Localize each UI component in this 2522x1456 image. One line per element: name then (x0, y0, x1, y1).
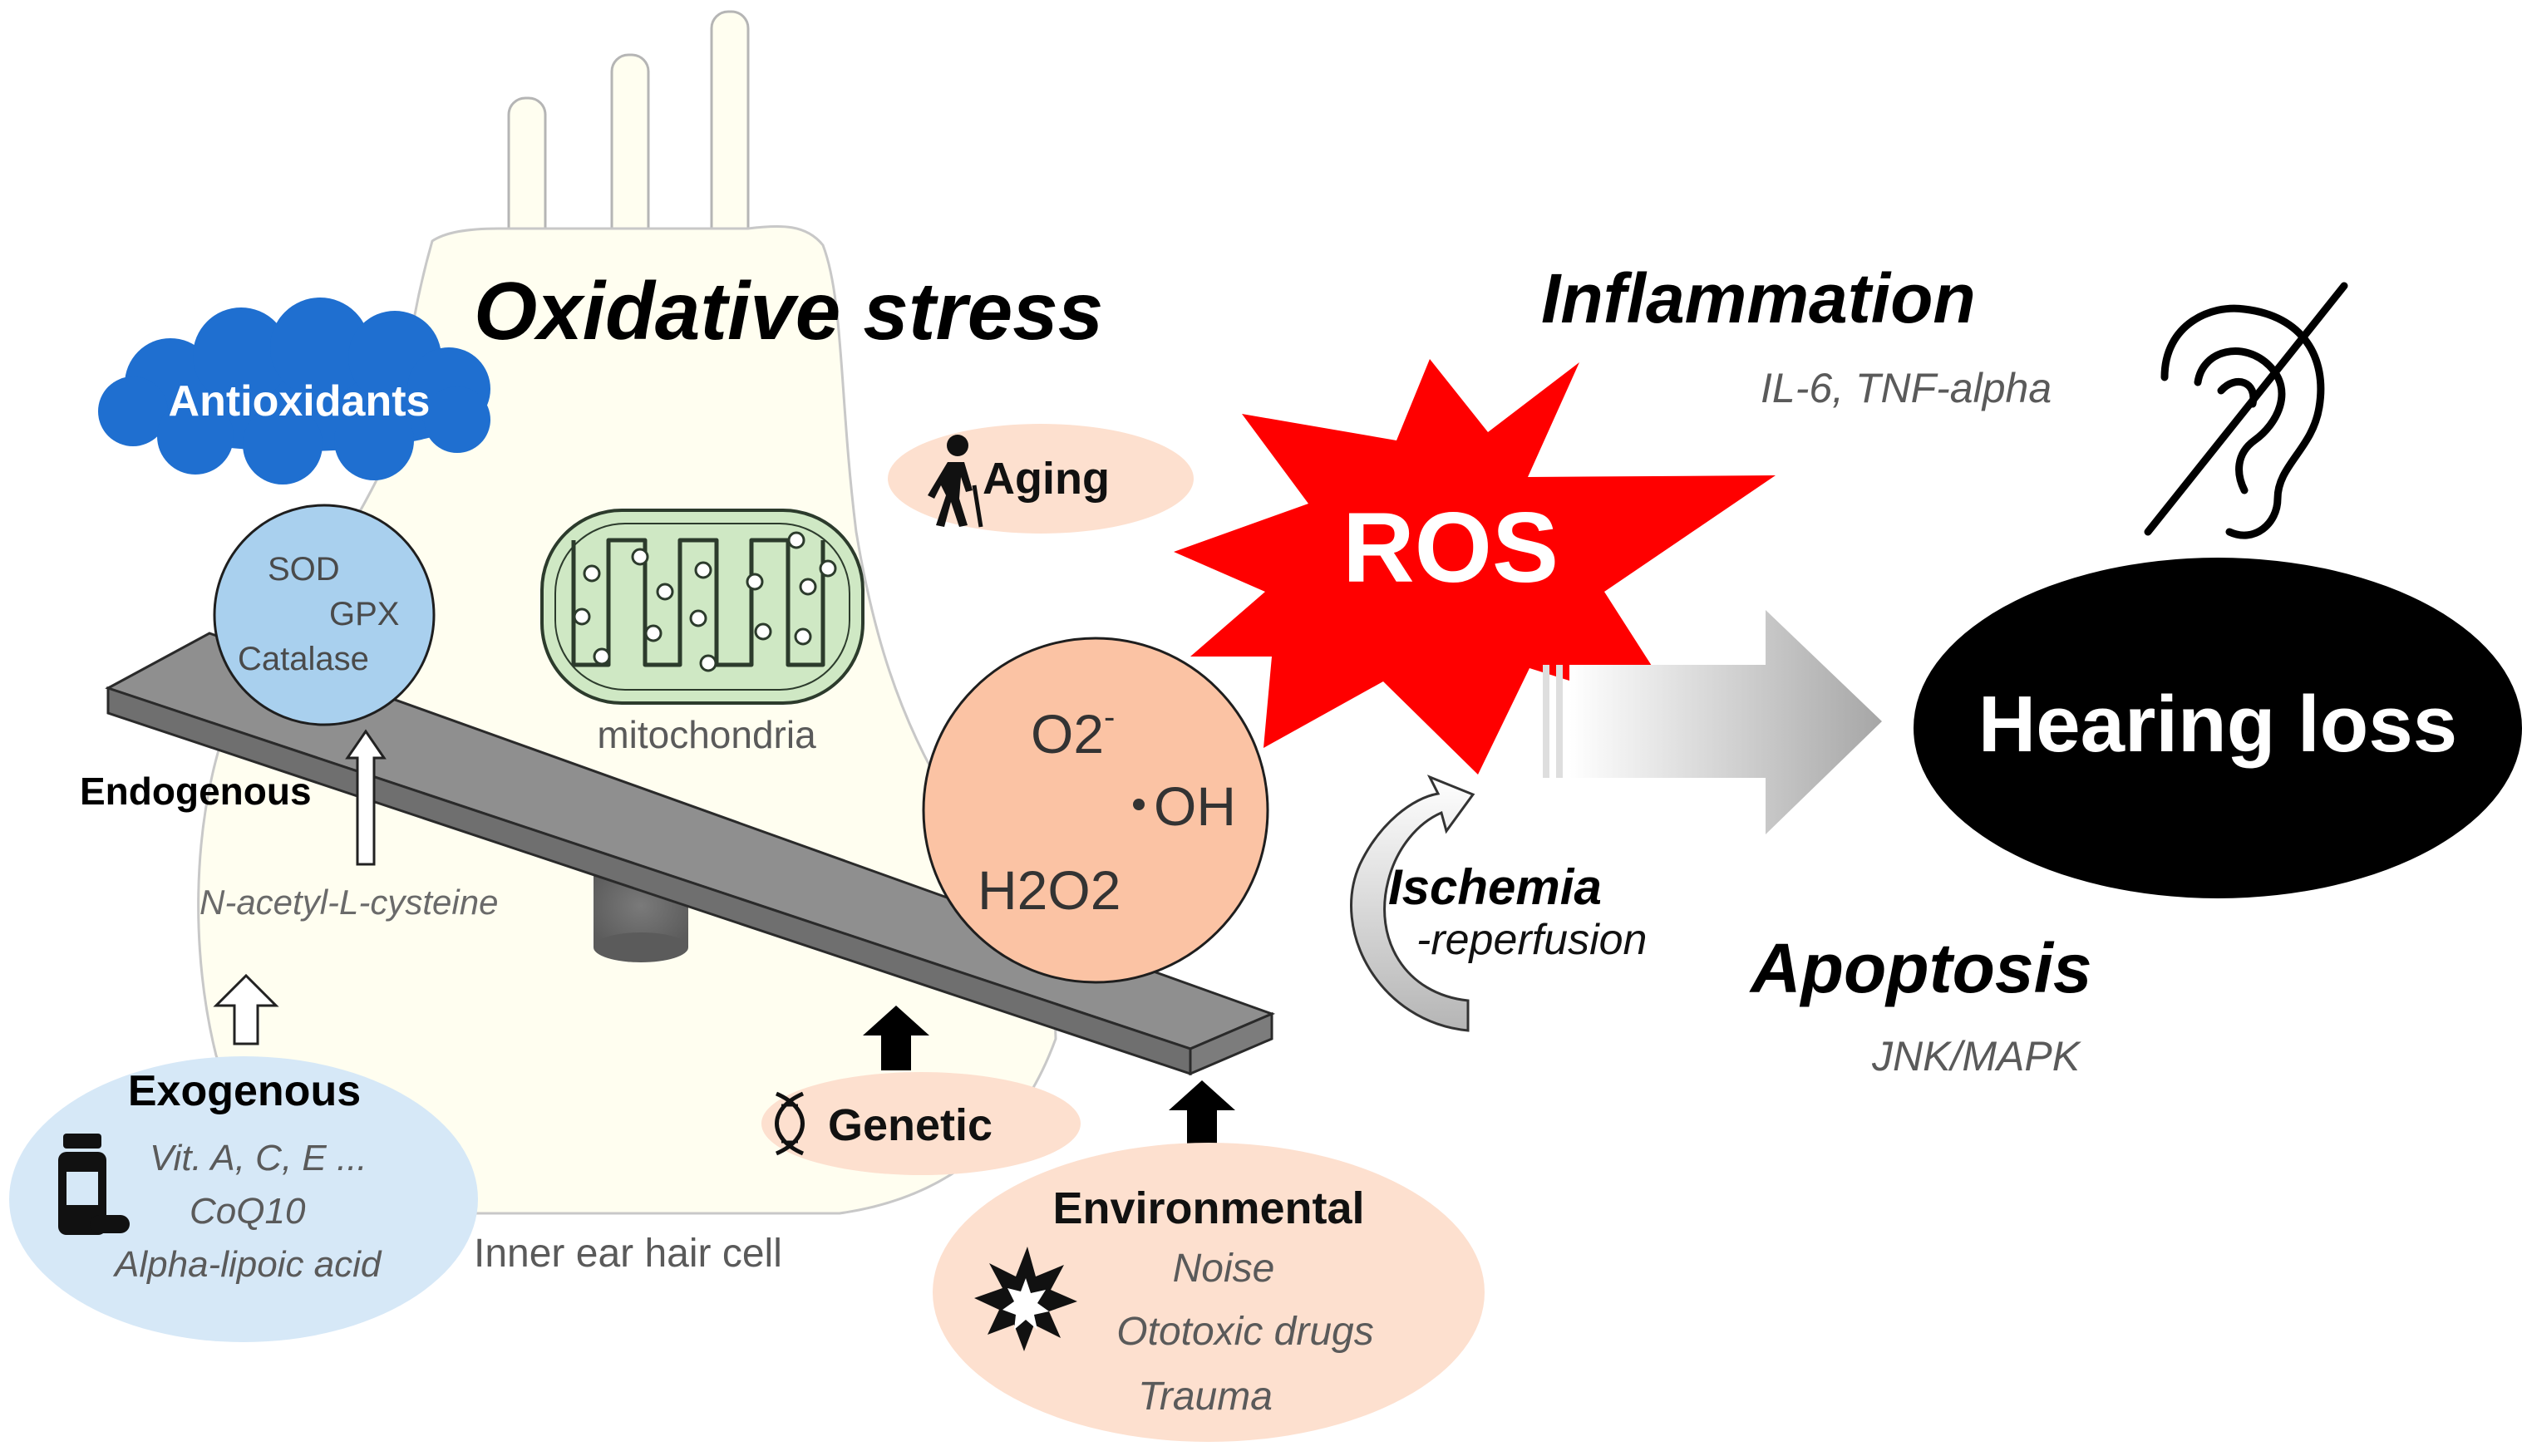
hair-cell-label: Inner ear hair cell (474, 1232, 782, 1276)
genetic-factor: Genetic (761, 1006, 1081, 1175)
hydroxyl: OH (1154, 775, 1236, 837)
ischemia-curved-arrow (1350, 775, 1475, 1032)
ros-species-circle (922, 637, 1269, 984)
exogenous-arrow (213, 973, 279, 1045)
exogenous-item-coq10: CoQ10 (190, 1191, 306, 1232)
environmental-label: Environmental (1052, 1183, 1364, 1233)
ros-species: O2- OH H2O2 (922, 637, 1269, 984)
inflammation-label: Inflammation (1541, 259, 1976, 337)
enzyme-catalase: Catalase (238, 641, 369, 677)
endogenous-arrow (345, 729, 387, 866)
aging-label: Aging (983, 454, 1110, 504)
enzyme-sod: SOD (268, 551, 340, 588)
genetic-label: Genetic (828, 1100, 993, 1150)
exogenous-source: Exogenous Vit. A, C, E ... CoQ10 Alpha-l… (9, 973, 478, 1342)
antioxidants-label: Antioxidants (169, 377, 431, 425)
enzyme-gpx: GPX (329, 596, 399, 632)
environmental-item-noise: Noise (1173, 1247, 1275, 1291)
progression-arrow (1543, 610, 1882, 834)
exogenous-bubble (9, 1056, 478, 1342)
superoxide: O2 (1031, 703, 1104, 765)
seesaw (105, 632, 1276, 1076)
antioxidants-cloud: Antioxidants (98, 298, 490, 485)
environmental-factor: Environmental Noise Ototoxic drugs Traum… (933, 1080, 1485, 1442)
crossed-ear-icon (2144, 282, 2348, 539)
endogenous-label: Endogenous (80, 770, 312, 813)
stereocilium (507, 96, 547, 249)
inflammation-markers: IL-6, TNF-alpha (1761, 365, 2052, 411)
pill-bottle-icon (58, 1134, 130, 1235)
mitochondria-label: mitochondria (597, 713, 816, 756)
peroxide: H2O2 (978, 859, 1121, 921)
endogenous-agent: N-acetyl-L-cysteine (199, 883, 498, 922)
dna-icon (775, 1091, 805, 1156)
walking-elder-icon (928, 435, 983, 528)
environmental-arrow (1169, 1080, 1235, 1145)
ros-label: ROS (1342, 492, 1559, 603)
apoptosis-label: Apoptosis (1749, 929, 2092, 1007)
apoptosis-pathway: JNK/MAPK (1871, 1033, 2082, 1080)
radical-dot (1133, 799, 1145, 810)
exogenous-label: Exogenous (128, 1067, 361, 1115)
hearing-loss-label: Hearing loss (1978, 680, 2457, 769)
mitochondria: mitochondria (540, 509, 864, 756)
environmental-item-ototoxic-drugs: Ototoxic drugs (1116, 1310, 1373, 1354)
environmental-item-trauma: Trauma (1138, 1375, 1273, 1419)
page-title: Oxidative stress (474, 265, 1103, 357)
aging-factor: Aging (888, 424, 1194, 534)
superoxide-label: O2- (1031, 699, 1115, 765)
enzyme-circle (213, 504, 436, 726)
explosion-icon (974, 1247, 1077, 1351)
reperfusion-label: -reperfusion (1416, 916, 1647, 964)
hearing-loss-outcome: Hearing loss (1914, 558, 2522, 898)
ischemia-label: Ischemia (1388, 859, 1602, 915)
antioxidant-enzymes: SOD GPX Catalase (213, 504, 436, 726)
endogenous-source: Endogenous N-acetyl-L-cysteine (80, 729, 498, 922)
stereocilium (610, 53, 650, 249)
genetic-arrow (863, 1006, 929, 1070)
exogenous-item-lipoic-acid: Alpha-lipoic acid (112, 1244, 382, 1285)
exogenous-item-vitamins: Vit. A, C, E ... (150, 1138, 367, 1178)
superoxide-charge: - (1104, 699, 1115, 735)
stereocilium (710, 10, 750, 249)
